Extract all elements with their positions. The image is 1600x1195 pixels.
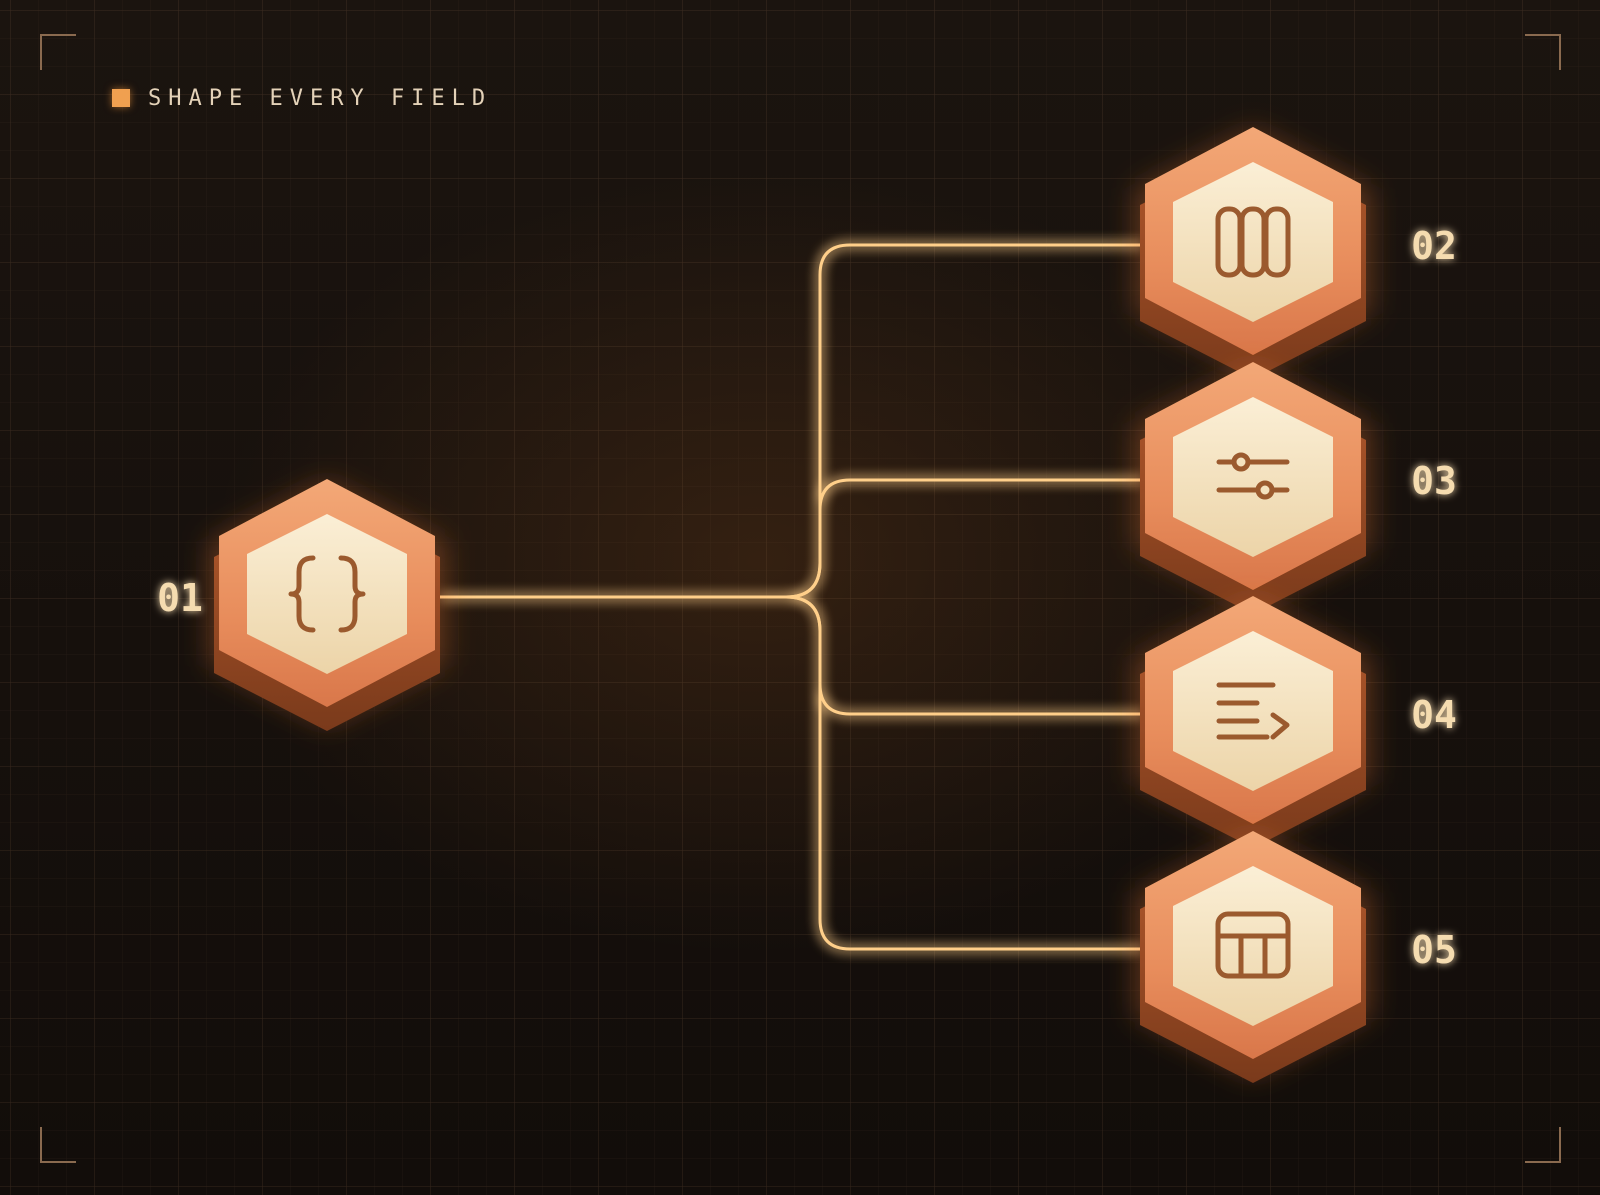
connector-to-05 (785, 595, 1143, 951)
node-label-03: 03 (1411, 459, 1457, 503)
hex-node-05[interactable] (1135, 831, 1371, 1083)
layout-icon (1215, 911, 1291, 979)
hex-node-01[interactable] (209, 479, 445, 731)
corner-bracket-top-right (1525, 34, 1561, 70)
curly-braces-icon (288, 555, 366, 633)
corner-bracket-top-left (40, 34, 76, 70)
connector-lines (440, 243, 1143, 951)
connector-to-02 (785, 243, 1143, 599)
connector-to-03 (785, 478, 1143, 599)
node-label-04: 04 (1411, 693, 1457, 737)
sliders-icon (1216, 452, 1290, 500)
node-label-01: 01 (157, 576, 203, 620)
hex-face (1173, 397, 1333, 557)
hex-node-04[interactable] (1135, 596, 1371, 848)
hex-face (247, 514, 407, 674)
columns-icon (1215, 206, 1291, 278)
corner-bracket-bottom-left (40, 1127, 76, 1163)
hex-face (1173, 631, 1333, 791)
corner-bracket-bottom-right (1525, 1127, 1561, 1163)
header: SHAPE EVERY FIELD (112, 80, 492, 116)
node-label-02: 02 (1411, 224, 1457, 268)
node-label-05: 05 (1411, 928, 1457, 972)
hex-node-03[interactable] (1135, 362, 1371, 614)
hex-node-02[interactable] (1135, 127, 1371, 379)
hex-face (1173, 866, 1333, 1026)
header-title: SHAPE EVERY FIELD (148, 85, 493, 111)
connector-to-04 (785, 595, 1143, 716)
hex-face (1173, 162, 1333, 322)
header-square-icon (112, 89, 130, 107)
text-arrow-icon (1216, 682, 1290, 740)
